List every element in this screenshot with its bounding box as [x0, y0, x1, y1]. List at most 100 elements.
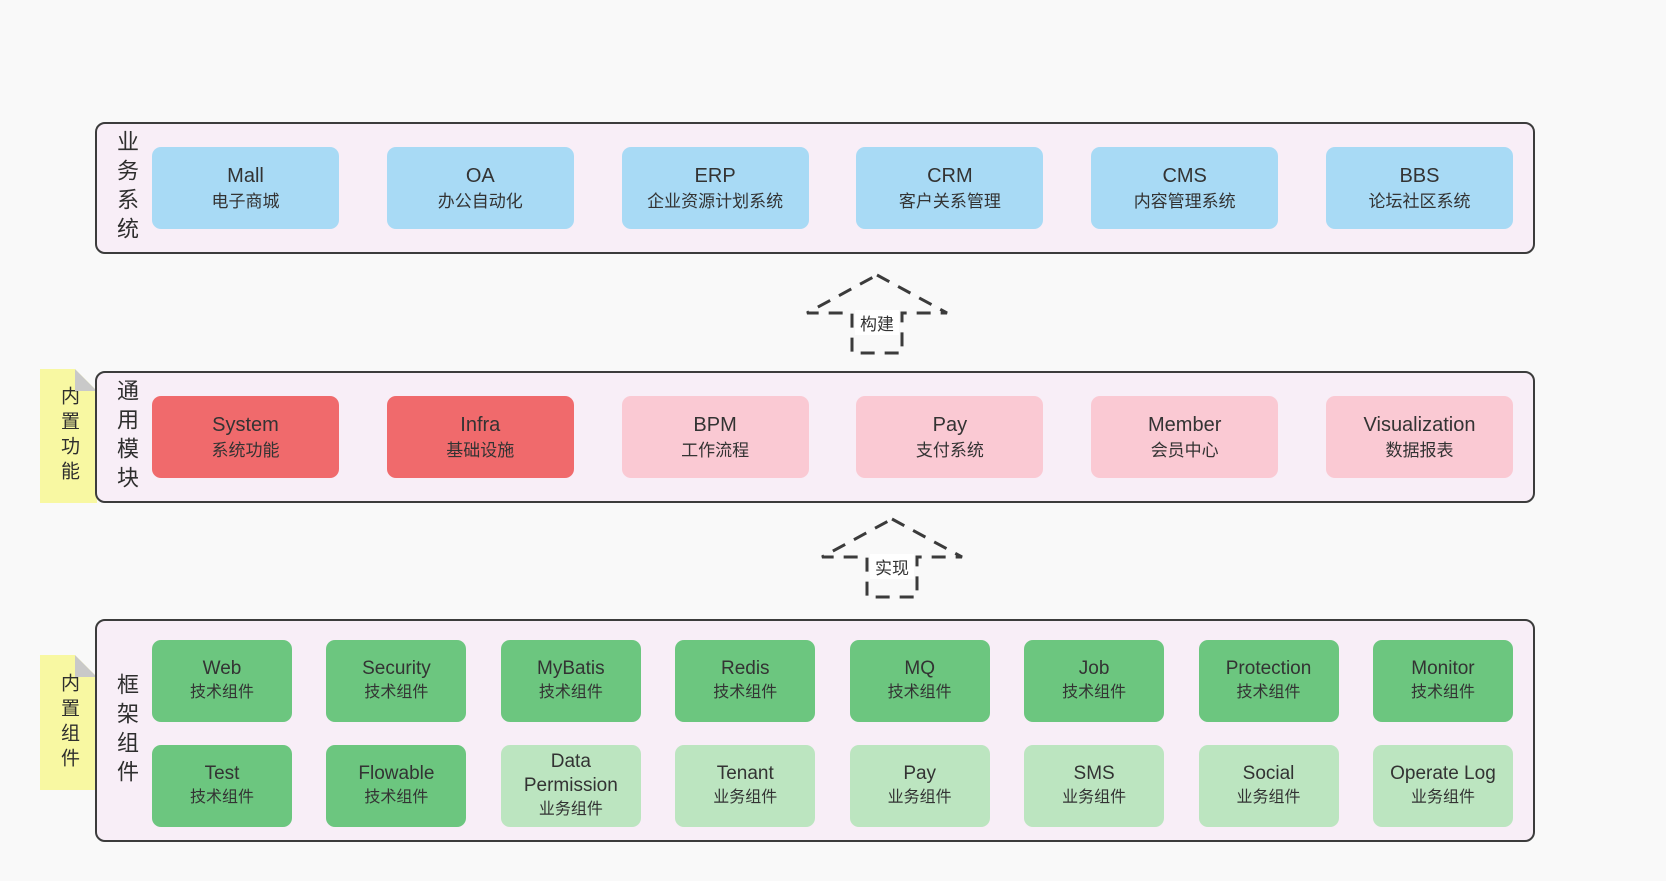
box-operate-log-name: Operate Log: [1390, 763, 1496, 785]
box-bbs-desc: 论坛社区系统: [1368, 192, 1471, 212]
box-redis: Redis 技术组件: [675, 640, 816, 722]
box-cms-desc: 内容管理系统: [1133, 192, 1236, 212]
box-erp: ERP 企业资源计划系统: [621, 147, 809, 229]
box-pay-component-desc: 业务组件: [887, 788, 952, 806]
box-mybatis-desc: 技术组件: [538, 683, 603, 701]
box-oa-name: OA: [465, 164, 495, 187]
box-flowable-desc: 技术组件: [364, 788, 429, 806]
box-redis-desc: 技术组件: [713, 683, 778, 701]
box-test-desc: 技术组件: [189, 788, 254, 806]
box-job-desc: 技术组件: [1062, 683, 1127, 701]
components-row-1: Web 技术组件 Security 技术组件 MyBatis 技术组件 Redi…: [152, 640, 1513, 722]
sticky-components-label: 内置组件: [58, 672, 79, 773]
layer-business-label: 业务系统: [114, 130, 139, 246]
box-web-name: Web: [202, 658, 242, 680]
box-redis-name: Redis: [720, 658, 770, 680]
box-flowable: Flowable 技术组件: [326, 745, 467, 827]
box-data-permission-desc: 业务组件: [538, 800, 603, 818]
box-erp-name: ERP: [694, 164, 736, 187]
box-crm-desc: 客户关系管理: [898, 192, 1001, 212]
box-protection: Protection 技术组件: [1198, 640, 1339, 722]
box-mybatis-name: MyBatis: [537, 658, 605, 680]
box-pay-component-name: Pay: [903, 763, 937, 785]
box-system-name: System: [212, 413, 279, 436]
box-sms-desc: 业务组件: [1062, 788, 1127, 806]
arrow-up-dashed-icon: [806, 273, 948, 355]
arrow-up-dashed-icon: [821, 517, 963, 599]
box-member-name: Member: [1148, 413, 1222, 436]
box-bbs: BBS 论坛社区系统: [1325, 147, 1513, 229]
box-security-name: Security: [362, 658, 431, 680]
layer-framework-components: 框架组件 Web 技术组件 Security 技术组件 MyBatis 技术组件…: [95, 619, 1535, 842]
layer-common-modules: 通用模块 System 系统功能 Infra 基础设施 BPM 工作流程 Pay…: [95, 371, 1535, 503]
box-test-name: Test: [204, 763, 240, 785]
box-web: Web 技术组件: [152, 640, 292, 722]
box-security: Security 技术组件: [326, 640, 467, 722]
box-pay-component: Pay 业务组件: [849, 745, 990, 827]
box-mq-name: MQ: [904, 658, 935, 680]
arrow-implement-label: 实现: [870, 554, 914, 579]
box-protection-name: Protection: [1225, 658, 1312, 680]
layer-modules-label: 通用模块: [114, 379, 139, 495]
box-test: Test 技术组件: [152, 745, 292, 827]
box-data-permission-name: Data Permission: [523, 751, 618, 796]
layer-components-label: 框架组件: [114, 672, 139, 789]
box-tenant-desc: 业务组件: [713, 788, 778, 806]
box-infra-name: Infra: [460, 413, 501, 436]
box-crm-name: CRM: [927, 164, 973, 187]
box-bpm-name: BPM: [693, 413, 737, 436]
sticky-note-builtin-components: 内置组件: [40, 655, 97, 790]
box-infra-desc: 基础设施: [446, 441, 515, 461]
box-job: Job 技术组件: [1024, 640, 1165, 722]
box-job-name: Job: [1078, 658, 1110, 680]
sticky-note-builtin-functions: 内置功能: [40, 369, 97, 503]
box-infra: Infra 基础设施: [386, 396, 574, 478]
components-row-2: Test 技术组件 Flowable 技术组件 Data Permission …: [152, 745, 1513, 827]
box-monitor-desc: 技术组件: [1410, 683, 1475, 701]
arrow-build: 构建: [802, 272, 952, 356]
box-social: Social 业务组件: [1198, 745, 1339, 827]
box-cms-name: CMS: [1162, 164, 1207, 187]
box-oa-desc: 办公自动化: [437, 192, 523, 212]
box-protection-desc: 技术组件: [1236, 683, 1301, 701]
box-mall-desc: 电子商城: [211, 192, 280, 212]
box-web-desc: 技术组件: [189, 683, 254, 701]
box-tenant-name: Tenant: [716, 763, 774, 785]
sticky-modules-label: 内置功能: [58, 386, 79, 486]
box-social-desc: 业务组件: [1236, 788, 1301, 806]
box-sms: SMS 业务组件: [1024, 745, 1165, 827]
box-bpm-desc: 工作流程: [681, 441, 750, 461]
box-cms: CMS 内容管理系统: [1091, 147, 1279, 229]
box-mall-name: Mall: [227, 164, 264, 187]
box-system-desc: 系统功能: [211, 441, 280, 461]
box-bbs-name: BBS: [1399, 164, 1440, 187]
box-visualization-desc: 数据报表: [1385, 441, 1454, 461]
box-monitor: Monitor 技术组件: [1372, 640, 1513, 722]
box-tenant: Tenant 业务组件: [675, 745, 816, 827]
box-erp-desc: 企业资源计划系统: [647, 192, 784, 212]
box-mq-desc: 技术组件: [887, 683, 952, 701]
box-operate-log: Operate Log 业务组件: [1372, 745, 1513, 827]
layer-business-systems: 业务系统 Mall 电子商城 OA 办公自动化 ERP 企业资源计划系统 CRM…: [95, 122, 1535, 254]
folded-corner-icon: [75, 655, 97, 677]
box-pay-module-desc: 支付系统: [915, 441, 984, 461]
box-monitor-name: Monitor: [1411, 658, 1475, 680]
box-mybatis: MyBatis 技术组件: [500, 640, 641, 722]
box-oa: OA 办公自动化: [386, 147, 574, 229]
box-sms-name: SMS: [1073, 763, 1115, 785]
box-social-name: Social: [1242, 763, 1295, 785]
folded-corner-icon: [75, 369, 97, 391]
business-boxes-row: Mall 电子商城 OA 办公自动化 ERP 企业资源计划系统 CRM 客户关系…: [152, 124, 1513, 252]
box-data-permission: Data Permission 业务组件: [500, 745, 641, 827]
box-member: Member 会员中心: [1091, 396, 1279, 478]
box-member-desc: 会员中心: [1150, 441, 1219, 461]
arrow-implement: 实现: [817, 516, 967, 600]
box-visualization-name: Visualization: [1363, 413, 1476, 436]
box-security-desc: 技术组件: [364, 683, 429, 701]
box-flowable-name: Flowable: [358, 763, 435, 785]
box-pay-module-name: Pay: [932, 413, 968, 436]
box-crm: CRM 客户关系管理: [856, 147, 1044, 229]
arrow-build-label: 构建: [855, 310, 899, 335]
box-operate-log-desc: 业务组件: [1410, 788, 1475, 806]
